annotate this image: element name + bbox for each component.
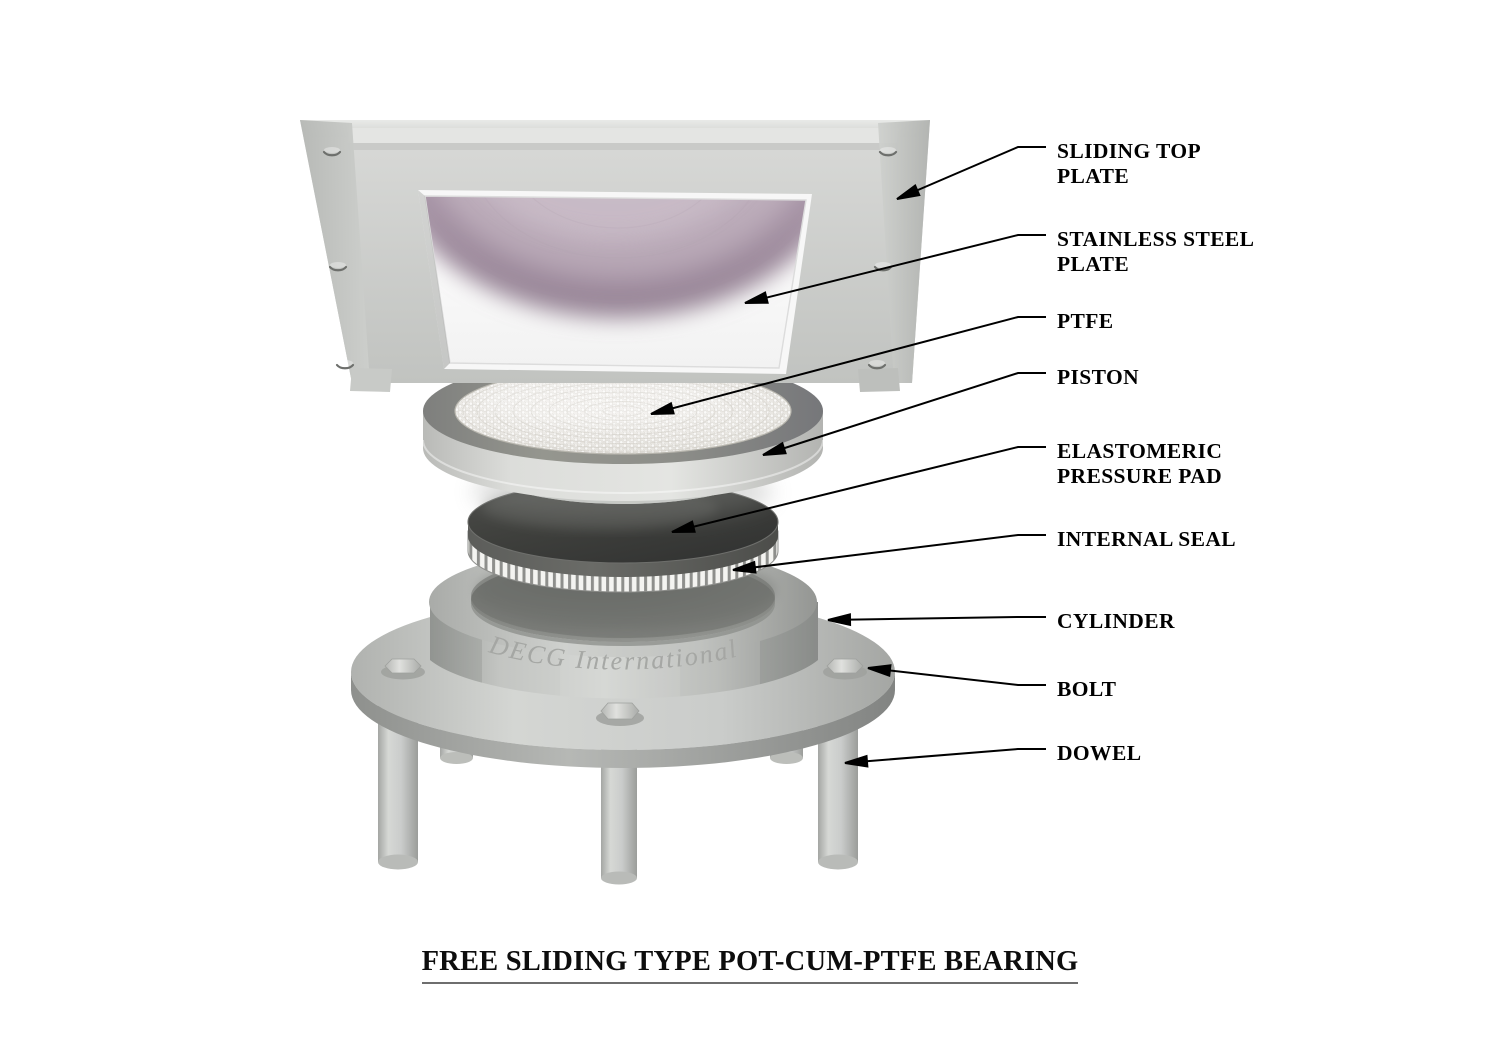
sliding-top-plate-assembly <box>300 120 930 392</box>
leader-arrowhead-sliding-top-plate <box>896 183 921 200</box>
leader-arrowhead-dowel <box>844 754 869 768</box>
stainless-steel-plate <box>424 195 807 369</box>
bolt-group <box>381 658 867 726</box>
leader-arrowhead-internal-seal <box>732 560 757 574</box>
callout-label-cylinder: CYLINDER <box>1057 609 1175 633</box>
sliding-top-plate-left-rail <box>300 120 370 383</box>
leader-line-elastomeric-pressure-pad <box>671 446 1046 533</box>
leader-arrowhead-bolt <box>867 664 892 678</box>
leader-line-dowel <box>844 748 1046 764</box>
callout-label-dowel: DOWEL <box>1057 741 1142 765</box>
leader-arrowhead-elastomeric-pressure-pad <box>671 520 696 533</box>
leader-line-piston <box>762 372 1046 456</box>
callout-label-sliding-top-plate: SLIDING TOP PLATE <box>1057 139 1202 188</box>
leader-arrowhead-ptfe <box>650 401 675 415</box>
cylinder-base-flange-edge <box>351 672 895 768</box>
callout-label-stainless-steel-plate: STAINLESS STEEL PLATE <box>1057 227 1255 276</box>
sliding-top-plate-right-rail <box>878 120 930 383</box>
leader-line-sliding-top-plate <box>896 146 1046 200</box>
callout-label-elastomeric-pressure-pad: ELASTOMERIC PRESSURE PAD <box>1057 439 1223 488</box>
bolt-left <box>381 658 425 680</box>
leader-line-bolt <box>867 667 1046 686</box>
callout-label-piston: PISTON <box>1057 365 1140 389</box>
bolt-center-front <box>596 702 644 726</box>
leader-arrowhead-stainless-steel-plate <box>744 291 769 304</box>
callout-label-bolt: BOLT <box>1057 677 1117 701</box>
diagram-title: FREE SLIDING TYPE POT-CUM-PTFE BEARING <box>0 946 1500 984</box>
callout-label-ptfe: PTFE <box>1057 309 1114 333</box>
callout-label-internal-seal: INTERNAL SEAL <box>1057 527 1237 551</box>
piston-assembly <box>422 358 824 522</box>
leader-line-internal-seal <box>732 534 1046 571</box>
callout-leader-lines <box>650 146 1046 768</box>
dowel-front-left <box>378 700 418 870</box>
leader-arrowhead-piston <box>762 441 787 456</box>
diagram-title-text: FREE SLIDING TYPE POT-CUM-PTFE BEARING <box>421 946 1079 984</box>
leader-line-cylinder <box>827 616 1046 621</box>
leader-line-ptfe <box>650 316 1046 415</box>
bolt-right <box>823 658 867 680</box>
leader-line-stainless-steel-plate <box>744 234 1046 304</box>
leader-arrowhead-cylinder <box>827 613 852 627</box>
sliding-top-plate-inner-wall <box>418 190 450 369</box>
